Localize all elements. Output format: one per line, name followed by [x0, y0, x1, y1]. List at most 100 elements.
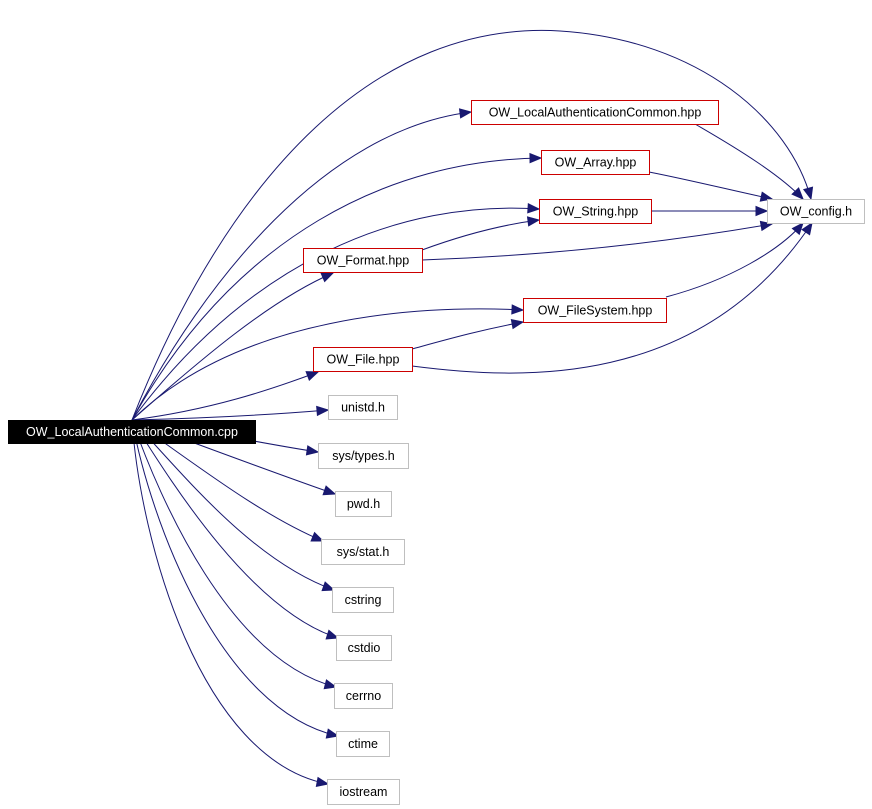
edge-root-to-file_hpp	[131, 371, 320, 421]
node-array-hpp[interactable]: OW_Array.hpp	[541, 150, 650, 175]
node-string-hpp[interactable]: OW_String.hpp	[539, 199, 652, 224]
node-box	[471, 100, 719, 125]
edge-format_hpp-to-config_h	[421, 220, 774, 261]
edge-root-to-string_hpp	[131, 203, 541, 421]
edge-root-to-array_hpp	[131, 152, 543, 421]
node-format-hpp[interactable]: OW_Format.hpp	[303, 248, 423, 273]
arrowhead-icon	[791, 187, 804, 200]
node-label: OW_Array.hpp	[555, 156, 637, 170]
arrowhead-icon	[315, 776, 330, 788]
node-filesystem-hpp[interactable]: OW_FileSystem.hpp	[523, 298, 667, 323]
edge-line	[421, 219, 540, 251]
node-label: OW_Format.hpp	[317, 254, 409, 268]
node-cstring: cstring	[332, 587, 394, 613]
edge-line	[131, 419, 335, 591]
arrowhead-icon	[323, 679, 338, 690]
edge-line	[131, 419, 337, 688]
arrowhead-icon	[511, 304, 525, 315]
arrowhead-icon	[316, 405, 330, 417]
node-box	[303, 248, 423, 273]
node-label: OW_FileSystem.hpp	[538, 304, 653, 318]
arrowhead-icon	[527, 203, 541, 214]
node-label: iostream	[340, 785, 388, 799]
edge-root-to-config_h	[131, 29, 814, 421]
arrowhead-icon	[526, 216, 541, 227]
node-label: pwd.h	[347, 497, 380, 511]
node-box	[334, 683, 393, 709]
arrowhead-icon	[801, 221, 813, 236]
arrowhead-icon	[322, 485, 337, 496]
arrowhead-icon	[305, 445, 320, 456]
node-box	[523, 298, 667, 323]
arrowhead-icon	[755, 205, 769, 217]
node-box	[332, 587, 394, 613]
node-config-h: OW_config.h	[767, 199, 865, 224]
arrowhead-icon	[310, 531, 325, 542]
arrowhead-icon	[802, 186, 814, 201]
edge-root-to-localauth_hpp	[131, 108, 473, 421]
arrowhead-icon	[320, 272, 335, 283]
edge-root-to-iostream	[131, 419, 330, 788]
edge-array_hpp-to-config_h	[648, 171, 774, 202]
node-label: cstring	[345, 593, 382, 607]
node-box	[541, 150, 650, 175]
node-unistd-h: unistd.h	[328, 395, 398, 420]
node-root: OW_LocalAuthenticationCommon.cpp	[8, 420, 256, 444]
edge-root-to-cstdio	[131, 419, 340, 640]
arrowhead-icon	[458, 108, 473, 119]
arrowhead-icon	[510, 318, 525, 330]
node-cerrno: cerrno	[334, 683, 393, 709]
edge-root-to-cstring	[131, 419, 336, 592]
node-label: cerrno	[346, 689, 381, 703]
node-label: OW_LocalAuthenticationCommon.hpp	[489, 106, 702, 120]
edge-line	[648, 171, 773, 200]
node-pwd-h: pwd.h	[335, 491, 392, 517]
edge-line	[694, 123, 804, 200]
node-label: ctime	[348, 737, 378, 751]
edge-line	[411, 222, 813, 374]
node-iostream: iostream	[327, 779, 400, 805]
node-box	[318, 443, 409, 469]
node-label: OW_File.hpp	[327, 353, 400, 367]
edge-line	[131, 157, 542, 421]
edge-root-to-format_hpp	[131, 272, 335, 421]
arrowhead-icon	[759, 191, 774, 202]
edge-localauth_hpp-to-config_h	[694, 123, 804, 200]
arrowhead-icon	[325, 629, 340, 640]
node-label: sys/stat.h	[337, 545, 390, 559]
node-box	[313, 347, 413, 372]
node-cstdio: cstdio	[336, 635, 392, 661]
node-label: OW_LocalAuthenticationCommon.cpp	[26, 425, 238, 439]
edge-line	[131, 111, 472, 421]
node-box	[336, 635, 392, 661]
node-box	[336, 731, 390, 757]
node-label: sys/types.h	[332, 449, 395, 463]
edge-line	[131, 371, 319, 421]
node-box	[321, 539, 405, 565]
arrowhead-icon	[529, 152, 543, 164]
node-systypes-h: sys/types.h	[318, 443, 409, 469]
edge-line	[131, 207, 540, 421]
node-file-hpp[interactable]: OW_File.hpp	[313, 347, 413, 372]
node-box	[328, 395, 398, 420]
edge-file_hpp-to-filesystem_hpp	[411, 318, 525, 350]
node-localauth-hpp[interactable]: OW_LocalAuthenticationCommon.hpp	[471, 100, 719, 125]
edge-line	[131, 308, 524, 421]
node-ctime: ctime	[336, 731, 390, 757]
edge-file_hpp-to-config_h	[411, 221, 813, 374]
edge-line	[131, 419, 339, 737]
edge-line	[421, 223, 773, 261]
arrowhead-icon	[325, 728, 340, 739]
arrowhead-icon	[791, 221, 804, 236]
arrowhead-icon	[321, 581, 336, 592]
edge-line	[411, 321, 524, 350]
nodes-layer: OW_LocalAuthenticationCommon.cpp OW_Local…	[8, 100, 865, 805]
node-box	[335, 491, 392, 517]
edge-root-to-unistd_h	[131, 405, 330, 421]
edge-format_hpp-to-string_hpp	[421, 216, 541, 251]
node-box	[8, 420, 256, 444]
edge-line	[131, 419, 329, 785]
node-box	[767, 199, 865, 224]
edges-layer	[131, 29, 814, 788]
